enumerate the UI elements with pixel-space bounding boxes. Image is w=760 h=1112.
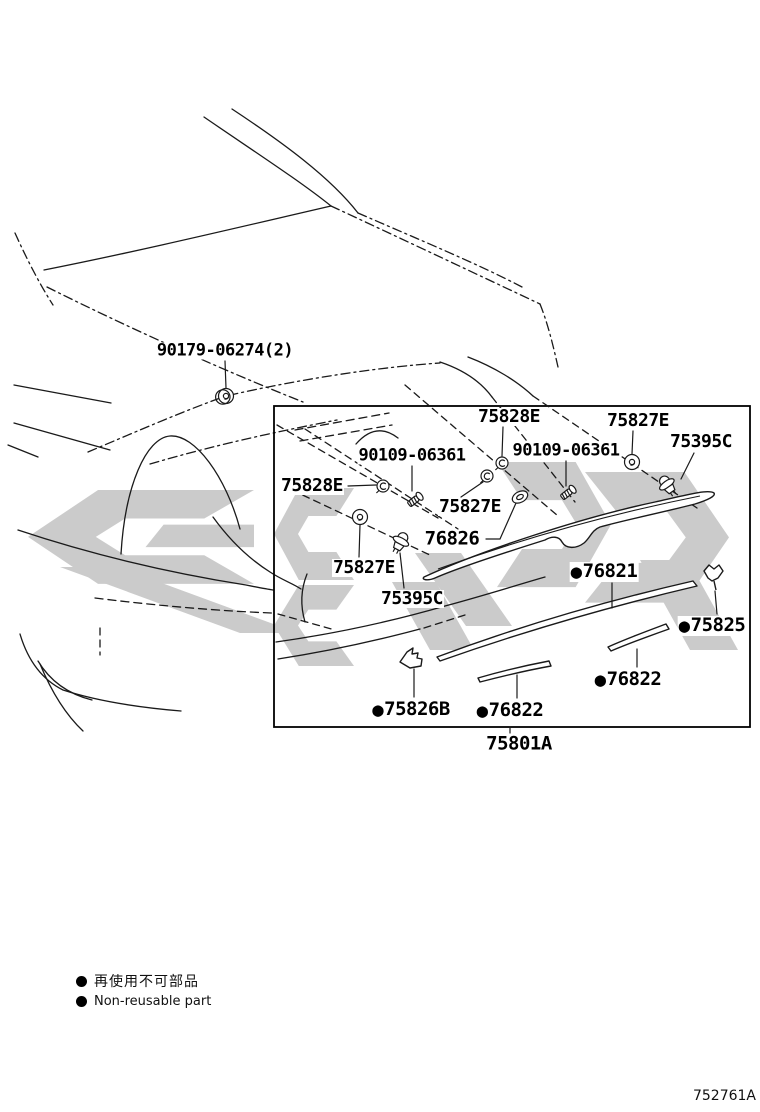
nonreusable-dot-icon: ● — [678, 615, 690, 637]
car-outline — [7, 108, 559, 732]
part-label: 76826 — [423, 527, 481, 550]
part-label: ●75825 — [677, 614, 747, 637]
moulding-76821 — [436, 580, 698, 662]
part-label: 75828E — [476, 406, 542, 427]
legend: 再使用不可部品 Non-reusable part — [76, 971, 211, 1012]
nut-75827E-topright — [623, 453, 641, 471]
part-label: 75395C — [379, 588, 445, 609]
part-label: 90179-06274(2) — [155, 340, 295, 361]
part-label: 75827E — [437, 496, 503, 517]
screw-90109-right — [560, 484, 577, 500]
part-label: ●76821 — [569, 560, 639, 583]
back-door-garnish — [422, 491, 715, 581]
detail-box-frame — [273, 405, 751, 728]
legend-row-jp: 再使用不可部品 — [76, 971, 211, 991]
part-label: 75827E — [605, 410, 671, 431]
part-label: ●76822 — [593, 668, 663, 691]
retainer-75395C-bottom — [392, 532, 410, 554]
clip-75827E-middle — [479, 469, 494, 484]
part-label: 90109-06361 — [511, 440, 621, 461]
nut-90179 — [215, 387, 235, 405]
moulding-76822-right — [607, 623, 670, 652]
part-label: 90109-06361 — [357, 445, 467, 466]
watermark-logo — [28, 462, 738, 666]
figure-code: 752761A — [692, 1088, 756, 1104]
pad-75826B — [399, 647, 423, 669]
part-label: 75828E — [279, 475, 345, 496]
part-label: ●75826B — [371, 698, 451, 721]
clip-75828E-left — [375, 479, 390, 494]
part-label: 75827E — [331, 557, 397, 578]
nonreusable-dot-icon — [76, 975, 87, 987]
retainer-75395C-right — [658, 475, 677, 497]
nonreusable-dot-icon: ● — [594, 669, 606, 691]
grommet-76826 — [511, 490, 529, 504]
moulding-76822-lower — [477, 660, 552, 683]
fasteners — [215, 387, 677, 554]
leader-lines — [224, 360, 718, 734]
nonreusable-dot-icon: ● — [476, 700, 488, 722]
part-label: 75801A — [485, 732, 553, 755]
part-label: 75395C — [668, 431, 734, 452]
nut-75827E-bottomleft — [351, 508, 369, 526]
nonreusable-dot-icon — [76, 996, 87, 1007]
clip-75825 — [703, 564, 724, 591]
nonreusable-dot-icon: ● — [372, 699, 384, 721]
legend-text-jp: 再使用不可部品 — [94, 974, 199, 990]
clip-75828E-top — [494, 456, 509, 471]
legend-text-en: Non-reusable part — [94, 994, 212, 1009]
part-label: ●76822 — [475, 699, 545, 722]
nonreusable-dot-icon: ● — [570, 561, 582, 583]
legend-row-en: Non-reusable part — [76, 994, 211, 1009]
screw-90109-left — [407, 491, 424, 507]
